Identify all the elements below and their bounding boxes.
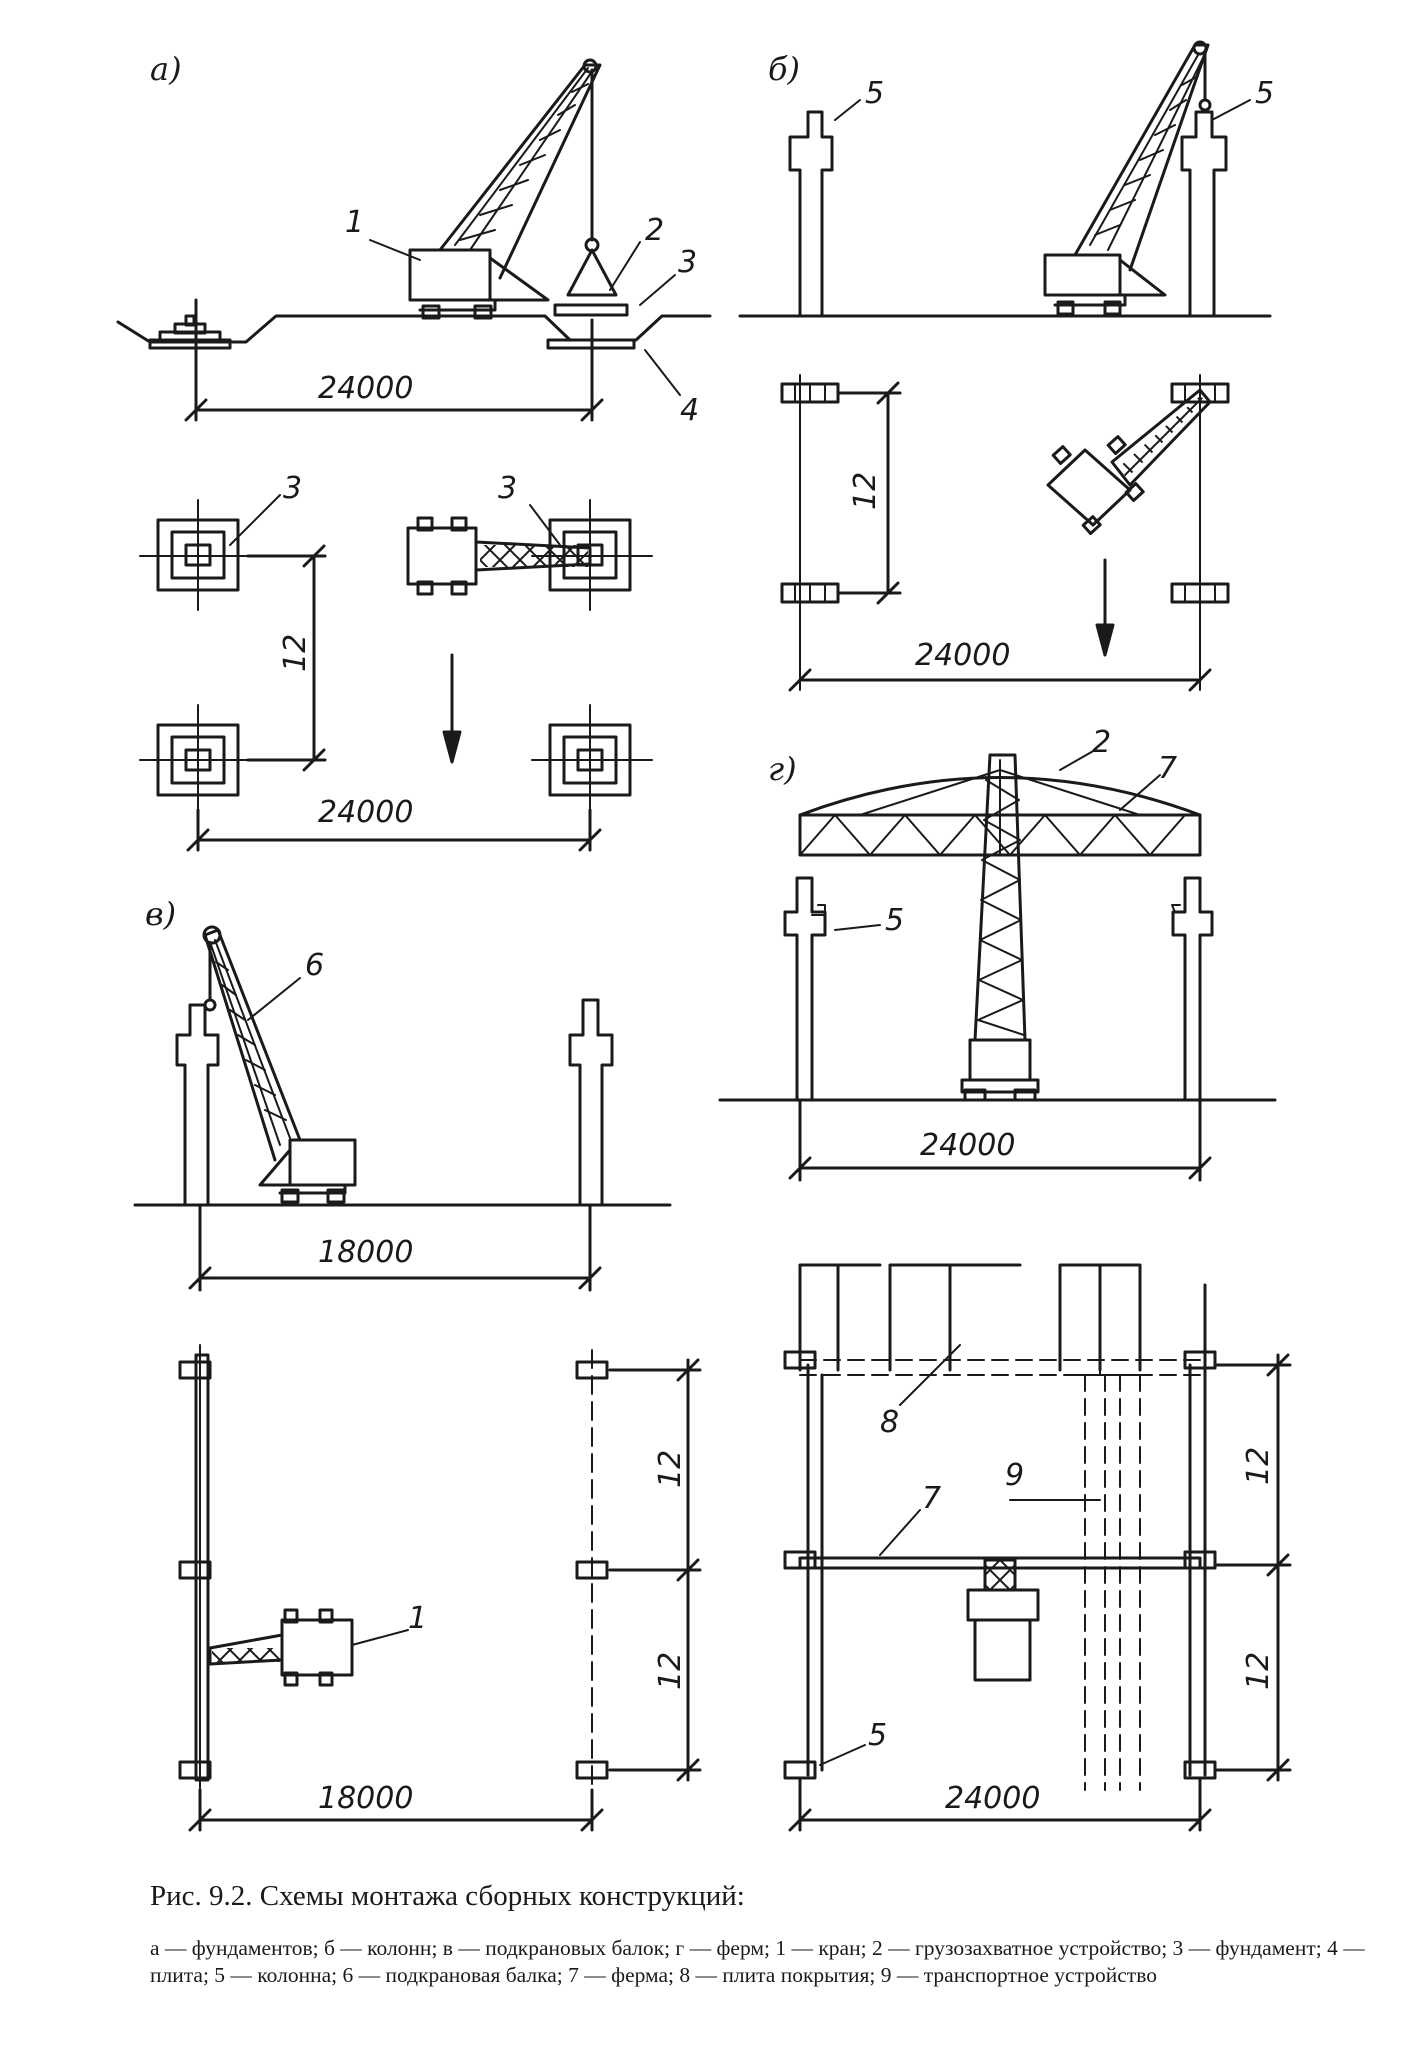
foundation-plan-bl [139, 704, 261, 816]
dim-v-plan-x: 18000 [318, 1781, 413, 1816]
callout-v-1: 1 [408, 1601, 427, 1636]
panel-g-plan [783, 1263, 1292, 1832]
caption-title: Рис. 9.2. Схемы монтажа сборных конструк… [150, 1880, 745, 1912]
callout-b-5-left: 5 [865, 76, 884, 111]
panel-a-plan [139, 499, 653, 852]
column-5-g-left [783, 876, 827, 1102]
column-v-right [568, 998, 614, 1207]
panel-label-a: а) [150, 50, 182, 88]
dim-g-plan-y2: 12 [1241, 1652, 1276, 1690]
transport-device-9 [1084, 1374, 1141, 1791]
callout-g-plan-5: 5 [868, 1718, 887, 1753]
panel-v-elevation [133, 925, 672, 1292]
figure-caption: Рис. 9.2. Схемы монтажа сборных конструк… [150, 1880, 1390, 1989]
dim-a-elevation: 24000 [318, 371, 413, 406]
crane-1-plan-v [208, 1608, 354, 1687]
callout-g-9: 9 [1005, 1458, 1024, 1493]
dim-g-plan-y1: 12 [1241, 1447, 1276, 1485]
panel-label-v: в) [145, 895, 176, 933]
dim-line-a-elev [194, 298, 594, 422]
crane-1-plan [406, 516, 592, 596]
callout-g-plan-7: 7 [922, 1481, 941, 1516]
panel-label-b: б) [768, 50, 800, 88]
tower-crane-plan [966, 1558, 1040, 1682]
panel-label-g: г) [768, 750, 797, 788]
truss-7 [798, 813, 1202, 857]
callout-g-5: 5 [885, 903, 904, 938]
dim-g-plan-x: 24000 [945, 1781, 1040, 1816]
callout-b-5-right: 5 [1255, 76, 1274, 111]
crane-1-plan-b [1046, 388, 1212, 535]
callout-a-2: 2 [645, 213, 664, 248]
dim-b-plan-y: 12 [848, 472, 883, 510]
callout-a-4: 4 [680, 393, 699, 428]
roof-slabs-8 [798, 1263, 1142, 1372]
dim-v-plan-y1: 12 [653, 1450, 688, 1488]
callout-a-plan-3-left: 3 [283, 471, 302, 506]
foundation-plan-tl [139, 499, 261, 611]
dim-g-elevation: 24000 [920, 1128, 1015, 1163]
crane-1-elevation [408, 58, 618, 320]
dim-a-plan-y: 12 [278, 634, 313, 672]
panel-b-elevation [738, 40, 1272, 318]
panel-a-elevation [116, 58, 712, 422]
panel-b-plan [780, 374, 1230, 692]
caption-legend: а — фундаментов; б — колонн; в — подкран… [150, 1936, 1365, 1987]
dim-b-plan-x: 24000 [915, 638, 1010, 673]
callout-a-3: 3 [678, 245, 697, 280]
callout-a-plan-3-right: 3 [498, 471, 517, 506]
construction-diagram: а) б) в) г) 24000 24000 12 24000 12 2400… [116, 40, 1292, 1832]
column-5-right [1180, 110, 1228, 318]
dim-a-plan-x: 24000 [318, 795, 413, 830]
panel-g-elevation [718, 753, 1277, 1182]
callout-g-8: 8 [880, 1405, 899, 1440]
ground-line-a [116, 314, 712, 344]
callout-v-6: 6 [305, 948, 324, 983]
column-5-g-right [1171, 876, 1214, 1102]
crane-1-b [1043, 40, 1212, 316]
callout-g-7: 7 [1158, 751, 1177, 786]
column-v-left [175, 1003, 220, 1207]
panel-v-plan [178, 1344, 702, 1832]
crane-1-v [202, 925, 357, 1204]
column-5-left [788, 110, 834, 318]
foundation-block [553, 303, 629, 317]
dim-v-elevation: 18000 [318, 1235, 413, 1270]
callout-g-2: 2 [1092, 725, 1111, 760]
tower-crane [960, 753, 1040, 1102]
crane-beam-left [194, 1353, 210, 1782]
callout-a-1: 1 [345, 205, 364, 240]
dim-v-plan-y2: 12 [653, 1652, 688, 1690]
foundation-plan-br [531, 704, 653, 816]
